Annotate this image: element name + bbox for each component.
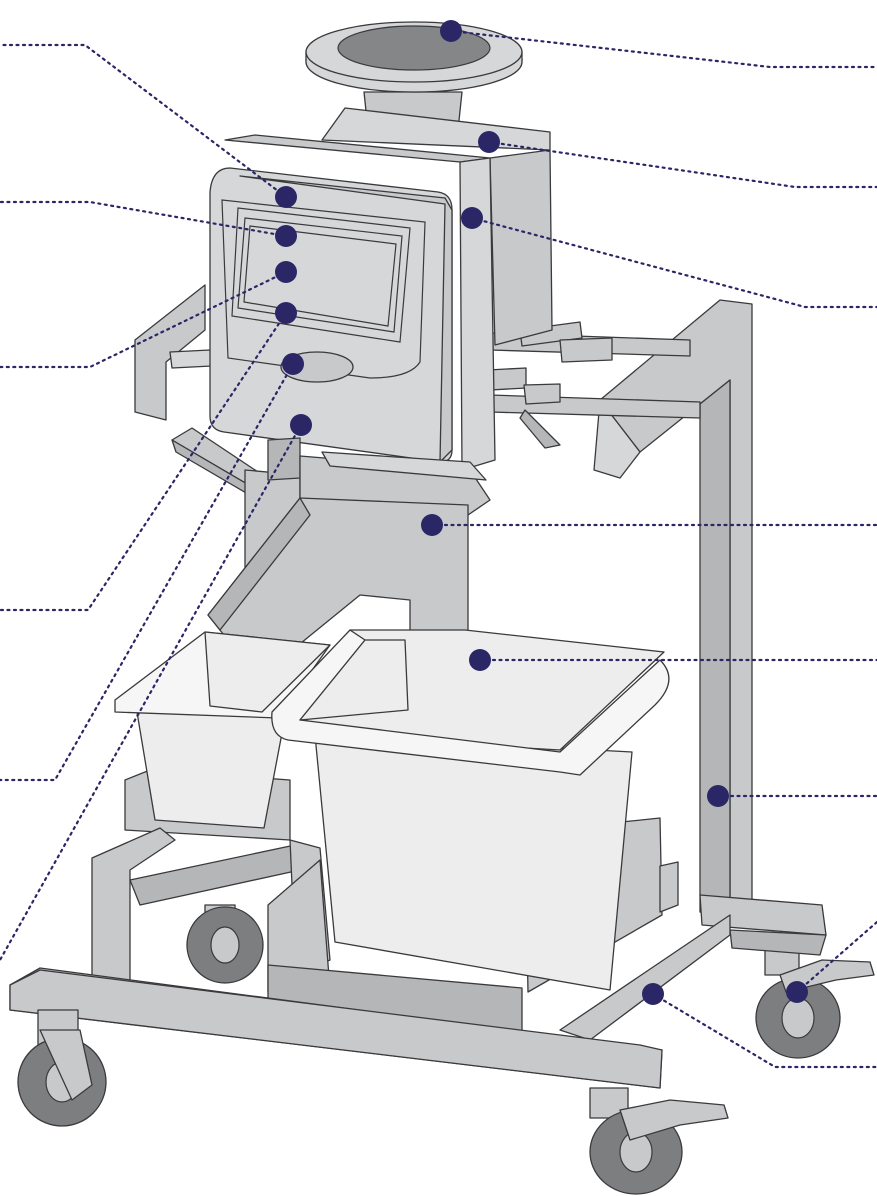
marker-detector-head-top[interactable]: [478, 131, 500, 153]
marker-rear-castor-brake[interactable]: [786, 981, 808, 1003]
marker-display-middle[interactable]: [275, 261, 297, 283]
leader-infeed-funnel: [449, 29, 877, 69]
leader-control-panel-top: [0, 43, 288, 199]
leader-lines: [0, 29, 877, 1069]
leader-keypad: [0, 362, 295, 782]
control-panel-housing: [209, 167, 453, 463]
lower-frame: [91, 827, 523, 1041]
callout-markers: [275, 20, 808, 1005]
leader-display-middle: [0, 270, 288, 369]
marker-detector-head-side[interactable]: [461, 207, 483, 229]
marker-base-frame[interactable]: [642, 983, 664, 1005]
left-side-bar: [134, 284, 213, 421]
leader-detector-head-top: [487, 140, 877, 189]
marker-good-product-bin[interactable]: [469, 649, 491, 671]
leader-base-frame: [651, 992, 877, 1069]
leader-display-screen: [0, 200, 288, 238]
small-bin: [114, 631, 331, 841]
rear-right-castor: [755, 944, 875, 1059]
marker-keypad[interactable]: [282, 353, 304, 375]
upright-frame-structure: [593, 299, 827, 956]
infeed-funnel-shape: [305, 21, 523, 131]
rear-left-castor: [186, 904, 264, 984]
reject-chute-shape: [207, 497, 469, 679]
front-left-castor: [17, 1009, 107, 1127]
leader-rear-castor-brake: [795, 920, 877, 994]
marker-upright-frame[interactable]: [707, 785, 729, 807]
leader-panel-base: [0, 423, 303, 962]
marker-display-screen[interactable]: [275, 225, 297, 247]
marker-infeed-funnel[interactable]: [440, 20, 462, 42]
marker-panel-base[interactable]: [290, 414, 312, 436]
leader-detector-head-side: [470, 216, 877, 309]
marker-display-lower[interactable]: [275, 302, 297, 324]
rear-rails: [487, 321, 701, 449]
front-right-castor: [589, 1087, 729, 1195]
marker-control-panel-top[interactable]: [275, 186, 297, 208]
base-frame-shape: [9, 861, 731, 1089]
marker-reject-chute[interactable]: [421, 514, 443, 536]
big-bin: [271, 629, 670, 993]
leader-display-lower: [0, 311, 288, 612]
